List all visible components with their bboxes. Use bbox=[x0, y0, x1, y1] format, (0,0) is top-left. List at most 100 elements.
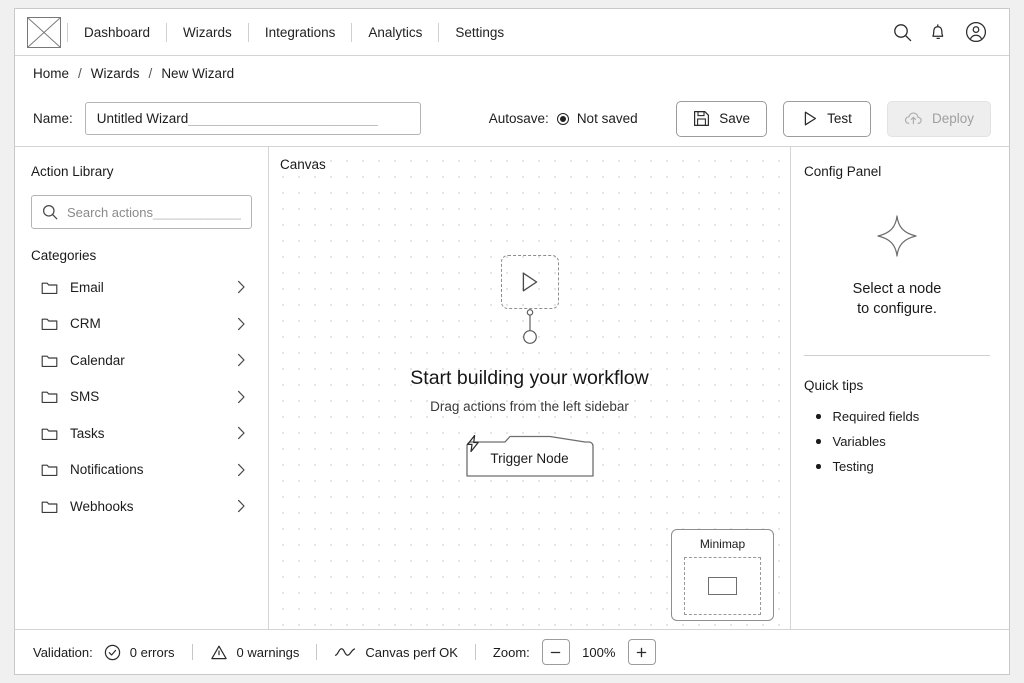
chevron-right-icon bbox=[237, 317, 245, 330]
name-label: Name: bbox=[33, 111, 73, 126]
search-placeholder-text: Search actions bbox=[67, 204, 153, 220]
warning-triangle-icon bbox=[210, 645, 227, 659]
test-button-label: Test bbox=[827, 111, 852, 126]
nav-item-integrations[interactable]: Integrations bbox=[264, 24, 336, 40]
sidebar-item-webhooks[interactable]: Webhooks bbox=[31, 488, 252, 525]
chevron-right-icon bbox=[237, 463, 245, 476]
sidebar-item-calendar[interactable]: Calendar bbox=[31, 342, 252, 379]
nav-divider bbox=[247, 22, 249, 42]
status-divider bbox=[191, 644, 193, 660]
nav-item-dashboard[interactable]: Dashboard bbox=[84, 24, 151, 40]
quick-tip-item: Required fields bbox=[804, 404, 990, 429]
play-icon bbox=[522, 272, 537, 292]
errors-status: 0 errors bbox=[104, 644, 175, 661]
autosave-value: Not saved bbox=[576, 111, 638, 126]
canvas-empty-state: Start building your workflow Drag action… bbox=[269, 255, 790, 478]
breadcrumb-separator: / bbox=[78, 66, 82, 81]
search-fill-rule: ______________ bbox=[153, 204, 241, 220]
node-connector-icon bbox=[522, 309, 537, 344]
minimap-title: Minimap bbox=[699, 537, 746, 551]
cloud-upload-icon bbox=[904, 111, 922, 124]
folder-icon bbox=[41, 355, 58, 367]
wave-line-icon bbox=[335, 647, 356, 656]
status-bar: Validation: 0 errors 0 warnings Canvas p… bbox=[15, 629, 1009, 674]
sparkle-icon bbox=[877, 215, 917, 257]
wizard-name-input[interactable]: Untitled Wizard_________________________… bbox=[84, 102, 421, 135]
chevron-right-icon bbox=[237, 427, 245, 440]
check-circle-icon bbox=[104, 644, 120, 660]
lightning-bolt-icon bbox=[466, 434, 479, 453]
folder-icon bbox=[41, 428, 58, 440]
floppy-disk-icon bbox=[694, 111, 710, 126]
nav-item-wizards[interactable]: Wizards bbox=[183, 24, 232, 40]
user-avatar-icon[interactable] bbox=[965, 21, 987, 43]
bell-icon[interactable] bbox=[929, 22, 948, 42]
logo-x-icon bbox=[28, 17, 60, 47]
top-navigation-bar: Dashboard Wizards Integrations Analytics… bbox=[15, 9, 1009, 56]
sidebar-item-sms[interactable]: SMS bbox=[31, 379, 252, 416]
folder-icon bbox=[41, 464, 58, 477]
nav-divider bbox=[67, 22, 68, 42]
logo-placeholder-icon[interactable] bbox=[27, 16, 61, 48]
breadcrumb-item-wizards[interactable]: Wizards bbox=[90, 66, 140, 81]
trigger-node-content: Trigger Node bbox=[465, 434, 595, 478]
quick-tip-item: Testing bbox=[804, 454, 990, 479]
zoom-out-button[interactable] bbox=[541, 639, 570, 665]
deploy-button[interactable]: Deploy bbox=[886, 100, 991, 137]
sidebar-item-notifications[interactable]: Notifications bbox=[31, 452, 252, 489]
status-divider bbox=[474, 644, 476, 660]
minus-icon bbox=[551, 651, 561, 653]
nav-divider bbox=[438, 22, 440, 42]
chevron-right-icon bbox=[237, 281, 245, 294]
canvas-label: Canvas bbox=[280, 157, 326, 172]
quick-tip-item: Variables bbox=[804, 429, 990, 454]
warnings-status: 0 warnings bbox=[210, 644, 300, 661]
name-fill-rule: ___________________________ bbox=[188, 111, 378, 126]
deploy-button-label: Deploy bbox=[931, 111, 974, 126]
save-button[interactable]: Save bbox=[676, 100, 767, 137]
minimap-extent bbox=[684, 557, 761, 615]
nav-item-settings[interactable]: Settings bbox=[455, 24, 505, 40]
categories-label: Categories bbox=[31, 248, 97, 263]
chevron-right-icon bbox=[237, 390, 245, 403]
autosave-status: Autosave: Not saved bbox=[489, 111, 638, 126]
wizard-name-value: Untitled Wizard bbox=[96, 111, 189, 126]
nav-icon-group bbox=[893, 21, 987, 43]
action-library-title: Action Library bbox=[31, 164, 114, 179]
folder-icon bbox=[41, 391, 58, 404]
sidebar-item-label: Webhooks bbox=[70, 498, 134, 514]
sidebar-item-label: Calendar bbox=[70, 352, 125, 368]
minimap-panel[interactable]: Minimap bbox=[671, 529, 774, 621]
quick-tips-list: Required fields Variables Testing bbox=[804, 404, 990, 479]
test-button[interactable]: Test bbox=[782, 100, 871, 137]
folder-icon bbox=[41, 318, 58, 331]
sidebar-item-crm[interactable]: CRM bbox=[31, 306, 252, 343]
sidebar-item-tasks[interactable]: Tasks bbox=[31, 415, 252, 452]
warnings-count: 0 warnings bbox=[236, 644, 300, 660]
sidebar-item-label: Tasks bbox=[70, 425, 105, 441]
sidebar-item-email[interactable]: Email bbox=[31, 269, 252, 306]
breadcrumb-separator: / bbox=[148, 66, 153, 81]
sidebar-item-label: CRM bbox=[70, 316, 101, 332]
trigger-node[interactable]: Trigger Node bbox=[465, 434, 595, 478]
search-actions-input[interactable]: Search actions______________ bbox=[31, 195, 252, 229]
wizard-toolbar: Name: Untitled Wizard___________________… bbox=[15, 91, 1009, 147]
chevron-right-icon bbox=[237, 354, 245, 367]
folder-icon bbox=[41, 282, 58, 294]
zoom-in-button[interactable] bbox=[627, 639, 656, 665]
search-icon bbox=[42, 204, 58, 220]
folder-icon bbox=[41, 501, 58, 513]
sidebar-item-label: Email bbox=[70, 279, 104, 295]
plus-icon bbox=[637, 647, 647, 657]
nav-item-analytics[interactable]: Analytics bbox=[368, 24, 423, 40]
zoom-label: Zoom: bbox=[492, 644, 530, 660]
placeholder-node[interactable] bbox=[500, 255, 559, 309]
config-panel: Config Panel Select a node to configure.… bbox=[790, 147, 1009, 629]
workflow-canvas[interactable]: Canvas Start building your workflow Drag… bbox=[269, 147, 790, 629]
autosave-radio-icon[interactable] bbox=[556, 112, 569, 125]
breadcrumb-item-home[interactable]: Home bbox=[33, 66, 70, 81]
minimap-viewport[interactable] bbox=[708, 577, 737, 595]
categories-list: Email CRM bbox=[31, 269, 252, 525]
sidebar-item-label: Notifications bbox=[70, 462, 144, 478]
search-icon[interactable] bbox=[893, 23, 912, 42]
